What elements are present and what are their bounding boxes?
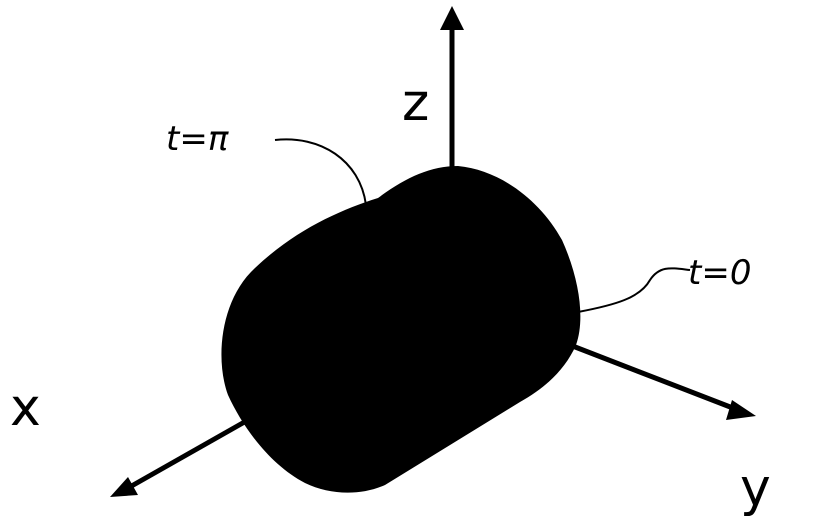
z-axis [440, 6, 464, 172]
y-axis [569, 342, 756, 420]
x-axis-arrowhead [110, 477, 138, 497]
z-axis-arrowhead [440, 6, 464, 30]
cylinder-body [221, 166, 581, 493]
x-axis-label: x [10, 378, 41, 438]
t-zero-label: t=0 [688, 253, 751, 293]
t-zero-leader-line [577, 267, 691, 313]
t-pi-label: t=π [166, 119, 229, 159]
t-zero-annotation: t=0 [577, 253, 751, 313]
x-axis [110, 417, 250, 497]
z-axis-label: z [402, 73, 429, 133]
y-axis-label: y [740, 458, 771, 518]
t-pi-leader-line [274, 138, 367, 206]
t-pi-annotation: t=π [166, 119, 367, 206]
y-axis-arrowhead [726, 400, 756, 420]
